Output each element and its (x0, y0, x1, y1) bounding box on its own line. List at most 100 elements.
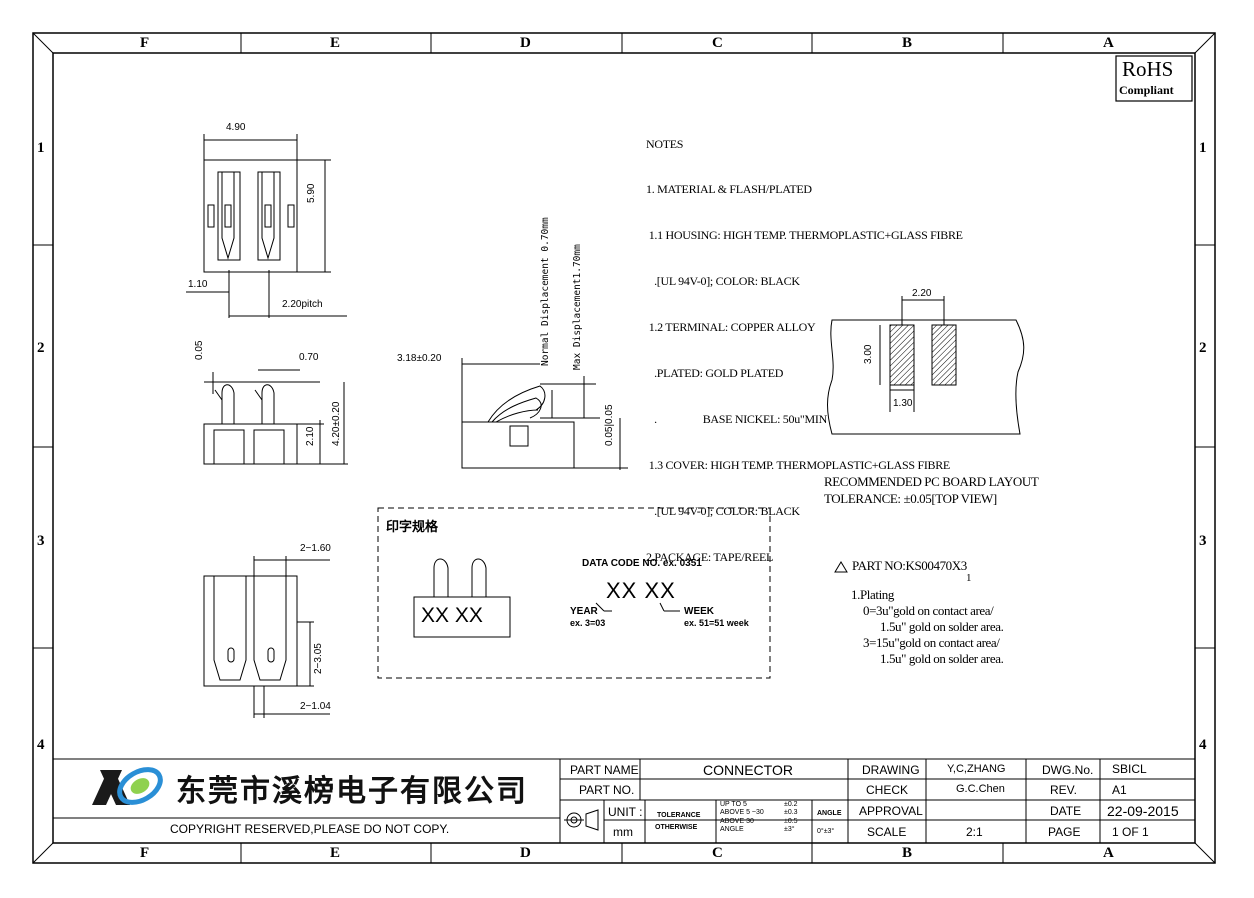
date-label: DATE (1050, 804, 1082, 818)
zone-col-c-bottom: C (712, 845, 723, 861)
dim-normal-displacement: Normal Displacement 0.70mm (540, 217, 551, 366)
date-value: 22-09-2015 (1107, 803, 1179, 819)
company-name: 东莞市溪榜电子有限公司 (176, 775, 528, 808)
zone-row-3-left: 3 (37, 533, 45, 549)
marking-week-label: WEEK (684, 606, 714, 617)
dim-profile-tol: 0.05|0.05 (604, 404, 615, 446)
tolerance-value: ±0.2 (784, 801, 798, 808)
zone-col-a-top: A (1103, 35, 1114, 51)
dim-bottom-h: 2−3.05 (313, 643, 324, 674)
part-sub-number: 1 (966, 572, 972, 584)
marking-year-example: ex. 3=03 (570, 618, 606, 628)
marking-title: 印字规格 (386, 519, 439, 534)
notes-line: .PLATED: GOLD PLATED (646, 366, 784, 381)
zone-row-1-left: 1 (37, 140, 45, 156)
marking-week-example: ex. 51=51 week (684, 618, 749, 628)
zone-col-d-bottom: D (520, 845, 531, 861)
check-label: CHECK (866, 783, 909, 797)
copyright-notice: COPYRIGHT RESERVED,PLEASE DO NOT COPY. (170, 822, 450, 836)
angle-value: 0°±3° (817, 828, 835, 835)
drawing-label: DRAWING (862, 763, 920, 777)
dwg-no-value: SBICL (1112, 762, 1147, 776)
rohs-box (1115, 55, 1193, 102)
notes-line: . BASE NICKEL: 50u"MIN (646, 411, 827, 426)
tolerance-range: ABOVE 30 (720, 817, 754, 825)
plating-line-4: 1.5u" gold on solder area. (880, 651, 1004, 666)
dim-pcb-pitch: 2.20 (912, 288, 932, 299)
tolerance-range: ANGLE (720, 826, 744, 834)
unit-label: UNIT : (608, 805, 643, 819)
marking-spec (377, 507, 771, 679)
part-name-value: CONNECTOR (703, 762, 793, 778)
notes-line: .[UL 94V-0]; COLOR: BLACK (646, 274, 800, 289)
zone-col-e-bottom: E (330, 845, 341, 861)
marking-chip-text: XX XX (421, 604, 483, 627)
notes-line: 1. MATERIAL & FLASH/PLATED (646, 182, 812, 197)
zone-col-f-bottom: F (140, 845, 150, 861)
plating-line-1: 0=3u"gold on contact area/ (863, 603, 994, 618)
dim-side-h1: 2.10 (305, 426, 316, 446)
zone-col-a-bottom: A (1103, 845, 1114, 861)
top-view (186, 134, 347, 318)
notes-line: 1.3 COVER: HIGH TEMP. THERMOPLASTIC+GLAS… (646, 457, 951, 472)
zone-col-e-top: E (330, 35, 341, 51)
notes-line: 1.2 TERMINAL: COPPER ALLOY (646, 320, 816, 335)
tolerance-value: ±0.3 (784, 809, 798, 817)
notes-line: 1.1 HOUSING: HIGH TEMP. THERMOPLASTIC+GL… (646, 228, 963, 243)
notes-line: NOTES (646, 136, 684, 151)
marking-year-label: YEAR (570, 606, 598, 617)
otherwise-label: OTHERWISE (655, 824, 698, 831)
dim-side-t1: 0.05 (194, 340, 205, 360)
part-no-label: PART NO. (579, 783, 635, 797)
zone-row-2-right: 2 (1199, 340, 1207, 356)
rev-value: A1 (1112, 783, 1127, 797)
zone-row-2-left: 2 (37, 340, 45, 356)
tolerance-ranges: UP TO 5 ABOVE 5 ~30 ABOVE 30 ANGLE (720, 801, 764, 835)
rev-label: REV. (1050, 783, 1077, 797)
dim-bottom-w1: 2−1.60 (300, 543, 331, 554)
dim-profile-h: 3.18±0.20 (397, 353, 442, 364)
zone-col-d-top: D (520, 35, 531, 51)
angle-label: ANGLE (817, 810, 842, 817)
tolerance-range: UP TO 5 (720, 801, 747, 808)
warning-icon (834, 561, 848, 573)
tolerance-value: ±3° (784, 826, 795, 834)
unit-value: mm (613, 825, 633, 839)
rohs-title: RoHS (1122, 57, 1174, 81)
part-name-label: PART NAME (570, 763, 639, 777)
tolerance-values: ±0.2 ±0.3 ±0.5 ±3° (784, 801, 798, 835)
scale-value: 2:1 (966, 825, 983, 839)
zone-col-b-bottom: B (902, 845, 913, 861)
notes-line: 2.PACKAGE: TAPE/REEL (646, 549, 774, 564)
title-block (53, 758, 1195, 843)
zone-col-f-top: F (140, 35, 150, 51)
side-view (203, 369, 348, 465)
dim-pcb-height: 3.00 (863, 344, 874, 364)
notes-block: NOTES 1. MATERIAL & FLASH/PLATED 1.1 HOU… (646, 106, 963, 580)
page-value: 1 OF 1 (1112, 825, 1149, 839)
zone-row-1-right: 1 (1199, 140, 1207, 156)
dim-bottom-w2: 2−1.04 (300, 701, 331, 712)
dim-side-t2: 0.70 (299, 352, 319, 363)
dim-top-width: 4.90 (226, 122, 246, 133)
tolerance-range: ABOVE 5 ~30 (720, 809, 764, 817)
dim-top-pitch: 2.20pitch (282, 299, 323, 310)
pcb-title: RECOMMENDED PC BOARD LAYOUT (824, 474, 1039, 489)
zone-row-4-left: 4 (37, 737, 45, 753)
sheet-frame (32, 32, 1216, 864)
rohs-compliant: Compliant (1119, 83, 1174, 97)
notes-line: .[UL 94V-0]; COLOR: BLACK (646, 503, 800, 518)
dim-top-height: 5.90 (306, 183, 317, 203)
plating-line-2: 1.5u" gold on solder area. (880, 619, 1004, 634)
profile-view (461, 358, 628, 470)
tolerance-label: TOLERANCE (657, 812, 701, 819)
marking-data-code: DATA CODE NO. ex. 0351 (582, 558, 702, 569)
drawing-value: Y,C,ZHANG (947, 763, 1006, 775)
dim-max-displacement: Max Displacement1.70mm (572, 244, 583, 370)
pcb-layout (827, 296, 1025, 435)
pcb-tolerance: TOLERANCE: ±0.05[TOP VIEW] (824, 491, 997, 506)
company-logo (92, 767, 163, 805)
zone-row-4-right: 4 (1199, 737, 1207, 753)
tolerance-value: ±0.5 (784, 817, 798, 825)
